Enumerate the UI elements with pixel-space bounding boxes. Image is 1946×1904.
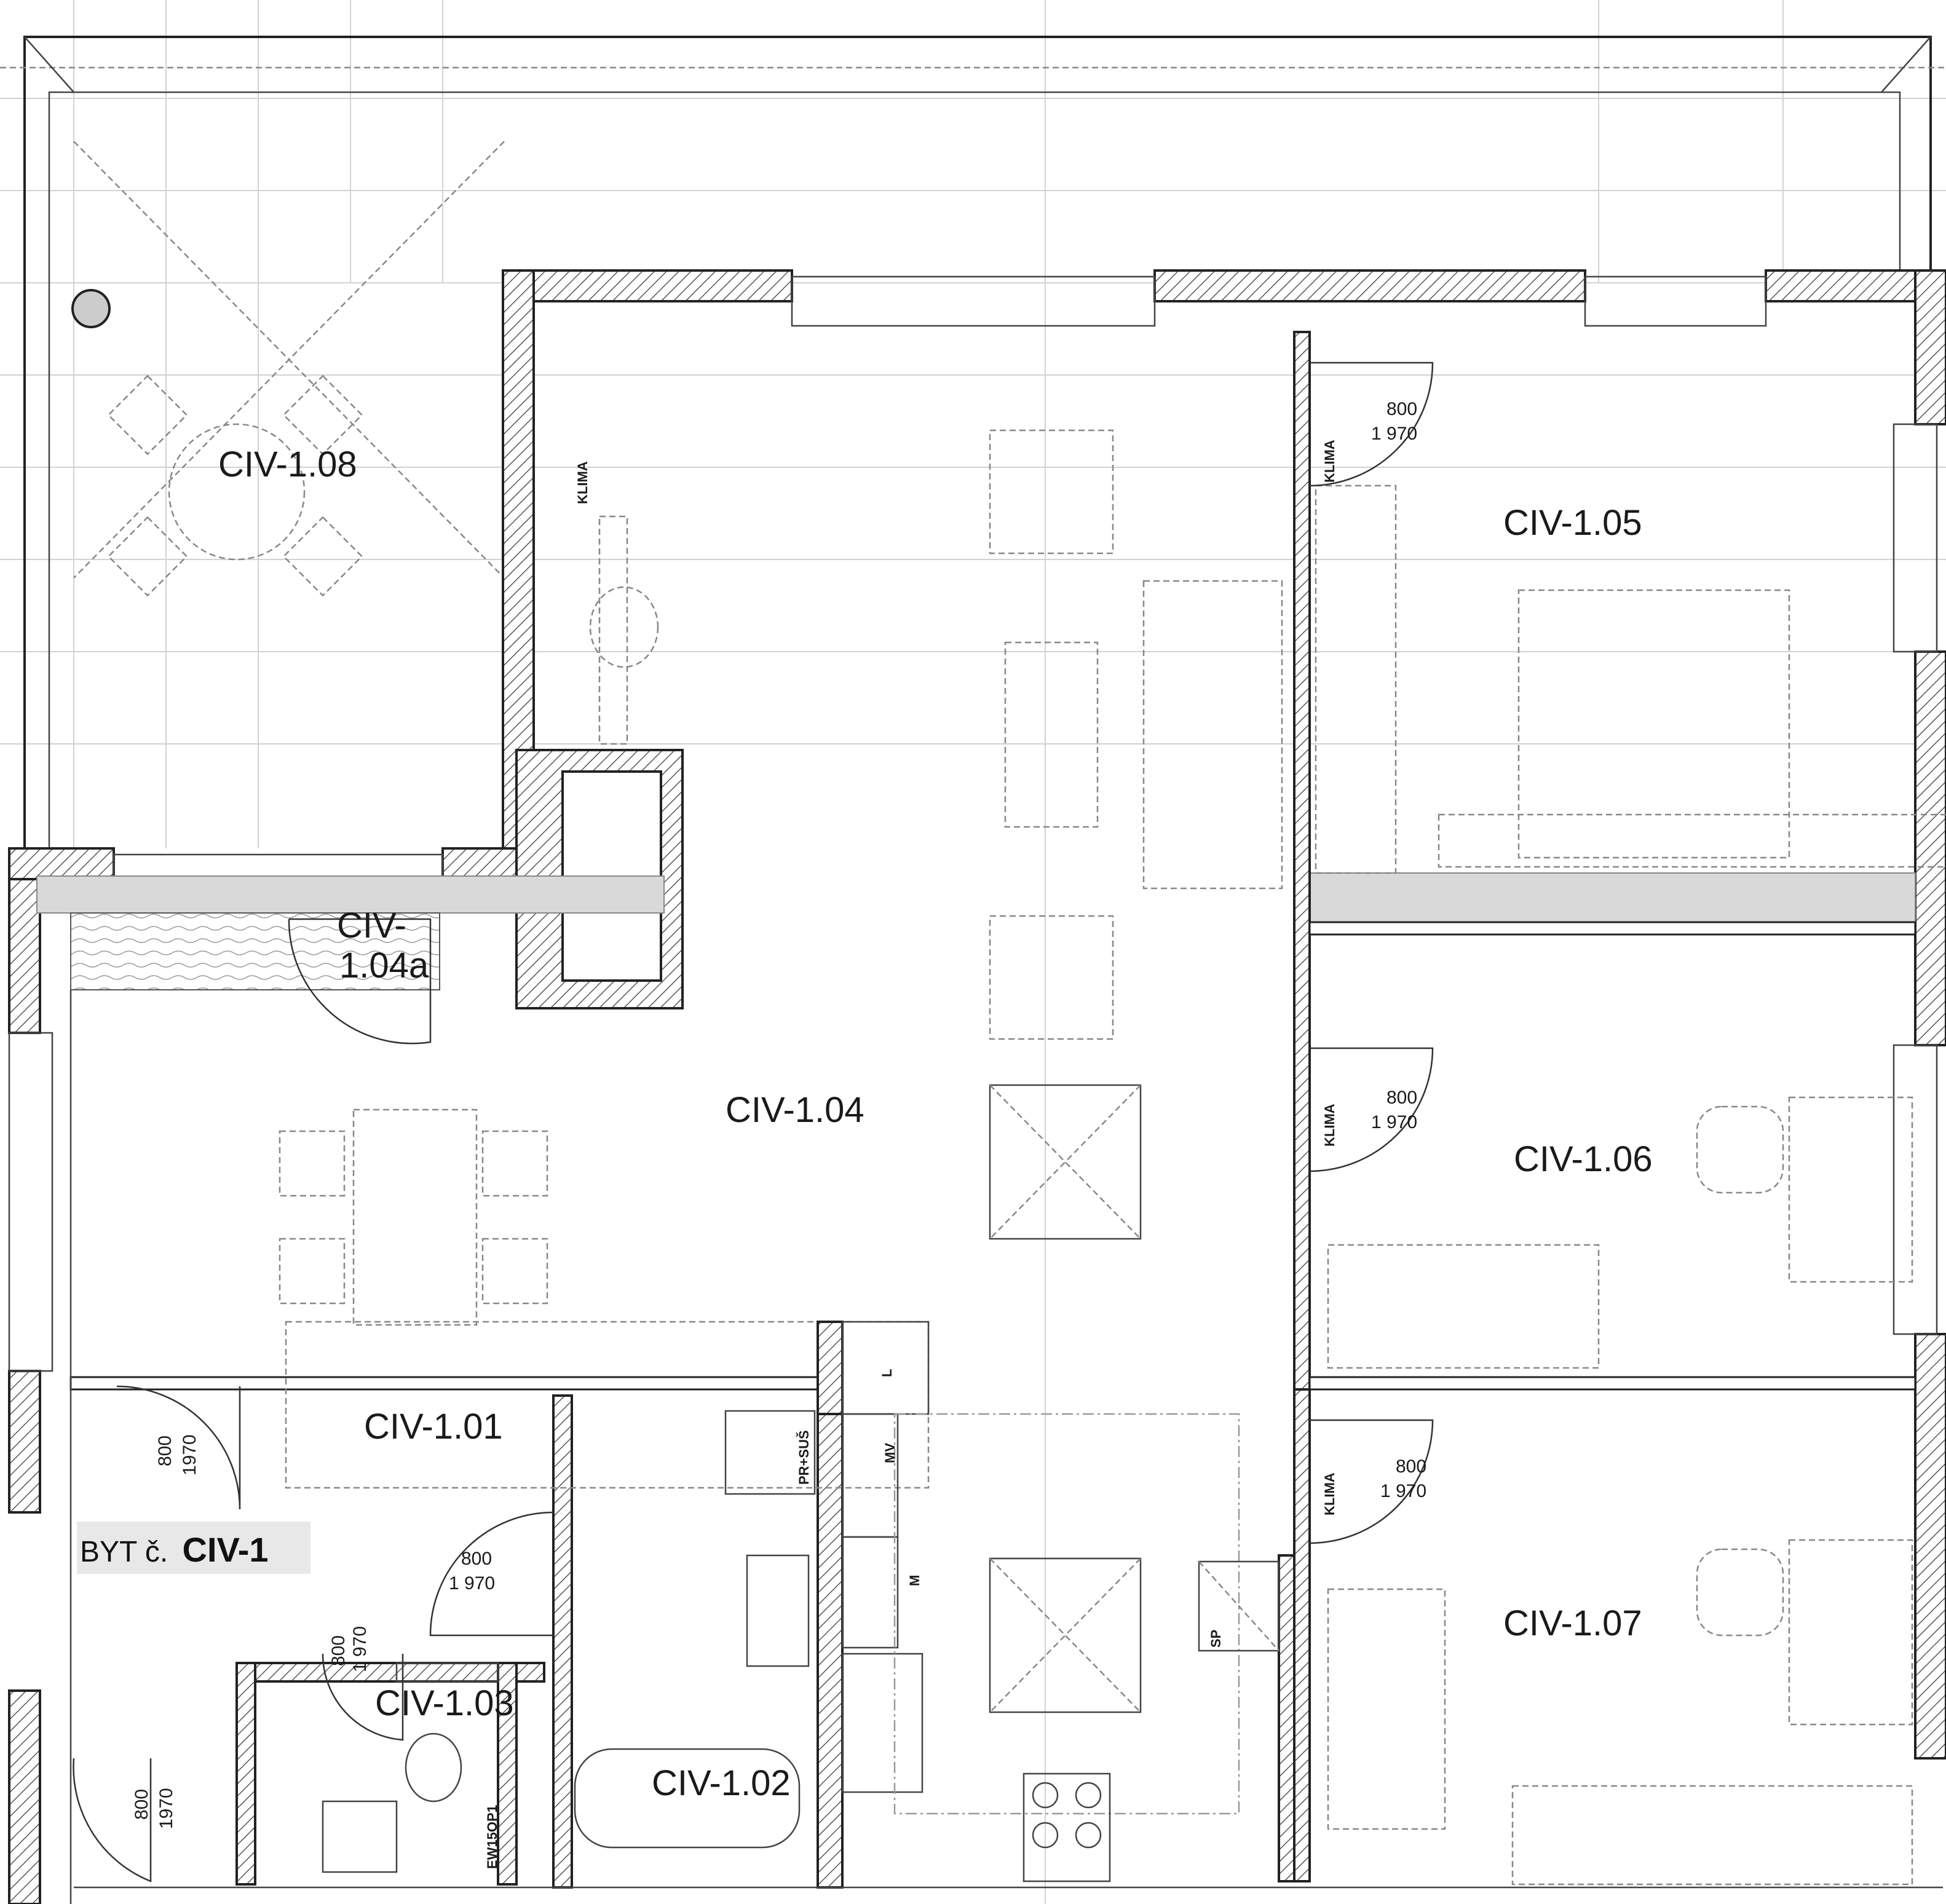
- door-width-2: 800: [1386, 1088, 1417, 1108]
- living-furniture: [279, 429, 1283, 1713]
- door-dimensions: 800 1 970 800 1 970 800 1 970 800 1 970 …: [132, 399, 1426, 1829]
- room-label-civ-1-06: CIV-1.06: [1514, 1139, 1653, 1179]
- door-height-7: 1970: [156, 1788, 176, 1829]
- svg-text:BYT č. CIV-1: BYT č. CIV-1: [80, 1530, 269, 1569]
- klima-label-1: KLIMA: [575, 461, 590, 504]
- terrace: [0, 36, 1946, 848]
- door-height-4: 1 970: [449, 1573, 495, 1594]
- door-height-1: 1 970: [1371, 424, 1417, 444]
- klima-label-2: KLIMA: [1322, 440, 1337, 483]
- door-width-3: 800: [1396, 1456, 1426, 1477]
- m-label: M: [907, 1575, 922, 1586]
- room-label-civ-1-05: CIV-1.05: [1503, 503, 1642, 543]
- klima-label-4: KLIMA: [1322, 1472, 1337, 1515]
- room-labels: CIV-1.08 CIV-1.05 CIV-1.04 CIV- 1.04a CI…: [218, 444, 1653, 1803]
- door-width-6: 800: [328, 1635, 349, 1666]
- wood-floor: [70, 912, 440, 990]
- door-height-6: 1 970: [350, 1626, 370, 1672]
- l-label: L: [879, 1369, 895, 1377]
- room-label-civ-1-04a-line2: 1.04a: [339, 946, 429, 986]
- bedroom-furniture: [1315, 484, 1946, 1886]
- bathroom-fixtures: [322, 1410, 816, 1873]
- sp-label: SP: [1208, 1630, 1224, 1648]
- exterior-walls: [8, 269, 1946, 1904]
- room-label-civ-1-04: CIV-1.04: [726, 1090, 864, 1130]
- door-width-4: 800: [461, 1549, 492, 1569]
- annotations: KLIMA KLIMA KLIMA KLIMA PR+SUŠ MV M L SP…: [485, 440, 1337, 1869]
- doors: [73, 361, 1434, 1882]
- mv-label: MV: [882, 1443, 898, 1463]
- door-height-3: 1 970: [1380, 1481, 1426, 1501]
- pr-sus-label: PR+SUŠ: [796, 1430, 812, 1485]
- door-width-1: 800: [1386, 399, 1417, 419]
- room-label-civ-1-02: CIV-1.02: [652, 1763, 791, 1803]
- klima-label-3: KLIMA: [1322, 1104, 1337, 1147]
- room-label-civ-1-08: CIV-1.08: [218, 444, 357, 484]
- apartment-label: BYT č. CIV-1: [77, 1522, 310, 1574]
- room-label-civ-1-04a-line1: CIV-: [337, 906, 406, 946]
- apartment-code: CIV-1: [183, 1530, 269, 1569]
- door-height-5: 1970: [180, 1434, 200, 1475]
- ew-label: EW15OP1: [485, 1805, 500, 1869]
- gray-strip-left: [36, 875, 665, 914]
- room-label-civ-1-01: CIV-1.01: [364, 1407, 503, 1447]
- door-width-7: 800: [132, 1789, 152, 1820]
- room-label-civ-1-07: CIV-1.07: [1503, 1603, 1642, 1643]
- door-height-2: 1 970: [1371, 1112, 1417, 1132]
- door-width-5: 800: [155, 1436, 175, 1466]
- kitchen: [817, 1321, 1280, 1882]
- drain-icon: [71, 289, 111, 328]
- apartment-prefix: BYT č.: [80, 1536, 168, 1568]
- gray-strip-right: [1309, 872, 1916, 923]
- room-label-civ-1-03: CIV-1.03: [375, 1683, 514, 1723]
